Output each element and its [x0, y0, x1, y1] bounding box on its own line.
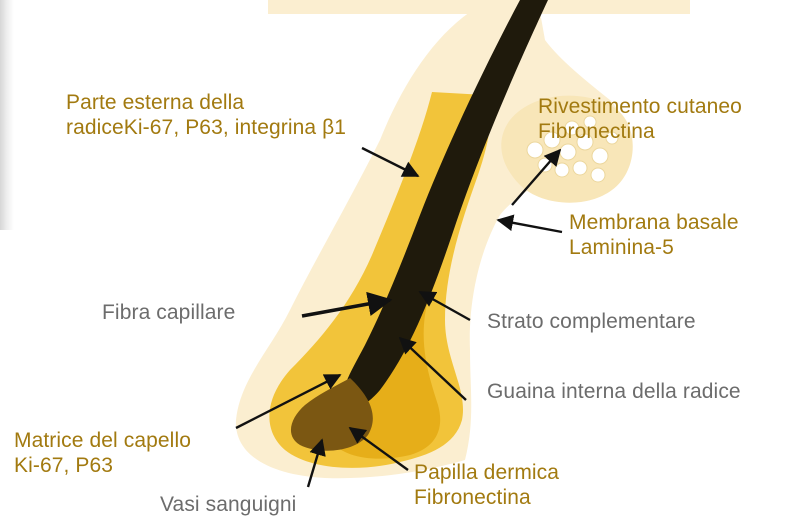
label-dermal-papilla-line1: Papilla dermica	[414, 460, 559, 485]
label-hair-matrix-line2: Ki-67, P63	[14, 453, 191, 478]
skin-surface	[268, 0, 690, 14]
label-dermal-papilla: Papilla dermica Fibronectina	[414, 460, 559, 510]
label-hair-matrix: Matrice del capello Ki-67, P63	[14, 428, 191, 478]
label-companion-layer: Strato complementare	[487, 309, 696, 334]
arrow-basement-membrane	[498, 220, 562, 232]
label-skin-lining-line2: Fibronectina	[538, 119, 742, 144]
label-skin-lining-line1: Rivestimento cutaneo	[538, 94, 742, 119]
label-outer-root-sheath-line1: Parte esterna della	[66, 90, 346, 115]
label-blood-vessels: Vasi sanguigni	[160, 492, 296, 517]
label-dermal-papilla-line2: Fibronectina	[414, 485, 559, 510]
label-basement-membrane-line2: Laminina-5	[569, 235, 739, 260]
label-basement-membrane: Membrana basale Laminina-5	[569, 210, 739, 260]
label-outer-root-sheath-line2: radiceKi-67, P63, integrina β1	[66, 115, 346, 140]
label-skin-lining: Rivestimento cutaneo Fibronectina	[538, 94, 742, 144]
label-inner-root-sheath: Guaina interna della radice	[487, 379, 741, 404]
label-outer-root-sheath: Parte esterna della radiceKi-67, P63, in…	[66, 90, 346, 140]
label-hair-matrix-line1: Matrice del capello	[14, 428, 191, 453]
label-hair-fiber: Fibra capillare	[102, 300, 235, 325]
label-basement-membrane-line1: Membrana basale	[569, 210, 739, 235]
